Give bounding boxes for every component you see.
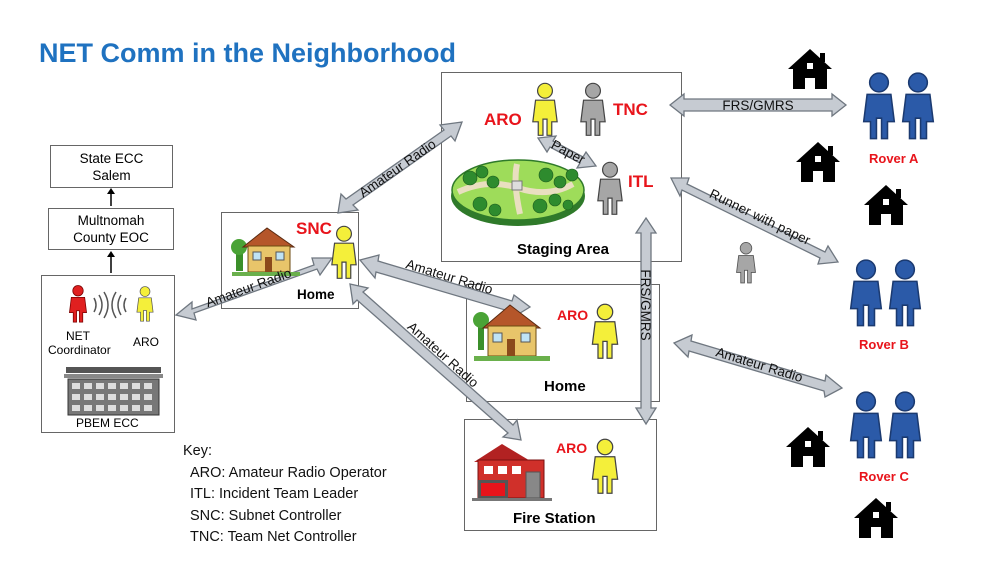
rover-b-figure-2 <box>888 259 922 327</box>
net-coordinator-line1: NET <box>66 329 90 343</box>
fire-aro-figure <box>591 438 619 494</box>
staging-area-caption: Staging Area <box>517 241 609 258</box>
state-ecc-line1: State ECC <box>79 151 144 166</box>
fire-aro-label: ARO <box>556 440 588 456</box>
pbem-ecc-label: PBEM ECC <box>76 416 139 430</box>
snc-figure <box>331 225 357 279</box>
key-legend: Key: ARO: Amateur Radio Operator ITL: In… <box>183 441 387 549</box>
home2-house-icon <box>473 304 550 361</box>
arrow-snc-staging <box>337 121 463 214</box>
pbem-building-icon <box>64 367 163 416</box>
radio-waves-icon <box>93 291 127 319</box>
rover-c-figure-2 <box>888 391 922 459</box>
fire-station-icon <box>472 444 552 501</box>
runner-figure <box>736 241 756 284</box>
arrow-tnc-rover-a <box>668 92 848 118</box>
key-itl: ITL: Incident Team Leader <box>190 486 359 502</box>
arrow-frs-vertical <box>634 216 658 426</box>
label-tnc-rover-a: FRS/GMRS <box>722 98 793 113</box>
house-icon <box>864 185 908 225</box>
label-home2-rover-c: Amateur Radio <box>714 344 804 385</box>
label-snc-staging: Amateur Radio <box>356 136 438 200</box>
key-aro: ARO: Amateur Radio Operator <box>190 464 387 481</box>
key-snc: SNC: Subnet Controller <box>190 507 342 524</box>
tnc-figure <box>580 82 606 136</box>
staging-aro-figure <box>532 82 558 136</box>
state-ecc-box: State ECC Salem <box>50 145 173 188</box>
house-icon <box>854 498 898 538</box>
arrow-paper <box>536 135 598 169</box>
pbem-aro-label: ARO <box>133 335 160 349</box>
key-tnc: TNC: Team Net Controller <box>190 529 357 545</box>
snc-label: SNC <box>296 219 332 238</box>
label-itl-rover-b: Runner with paper <box>707 186 813 248</box>
house-icon <box>786 427 830 467</box>
itl-figure <box>597 161 623 215</box>
home2-aro-label: ARO <box>557 307 589 323</box>
snc-house-icon <box>231 227 300 276</box>
county-eoc-line2: County EOC <box>73 230 149 245</box>
staging-aro-label: ARO <box>484 110 522 129</box>
rover-b-figure-1 <box>849 259 883 327</box>
rover-a-figure-2 <box>901 72 935 140</box>
pbem-aro-figure <box>136 286 154 322</box>
home2-caption: Home <box>544 378 586 395</box>
rover-c-figure-1 <box>849 391 883 459</box>
arrow-snc-home2 <box>358 254 532 320</box>
net-coordinator-figure <box>68 285 88 323</box>
page-title: NET Comm in the Neighborhood <box>39 38 456 68</box>
arrow-itl-rover-b <box>669 177 840 265</box>
tnc-label: TNC <box>613 100 648 119</box>
label-frs-vertical: FRS/GMRS <box>638 269 653 340</box>
label-snc-fire: Amateur Radio <box>405 319 482 390</box>
county-eoc-line1: Multnomah <box>77 213 145 228</box>
rover-a-figure-1 <box>862 72 896 140</box>
state-ecc-line2: Salem <box>92 168 131 183</box>
label-paper: Paper <box>549 137 588 167</box>
rover-a-label: Rover A <box>869 151 919 166</box>
arrow-snc-fire <box>349 283 522 441</box>
house-icon <box>788 49 832 89</box>
net-coordinator-label: NET Coordinator <box>48 329 111 357</box>
house-icon <box>796 142 840 182</box>
rover-b-label: Rover B <box>859 337 909 352</box>
key-heading: Key: <box>183 443 213 459</box>
net-coordinator-line2: Coordinator <box>48 343 111 357</box>
arrow-home2-rover-c <box>672 333 844 398</box>
county-eoc-box: Multnomah County EOC <box>48 208 174 250</box>
snc-home-caption: Home <box>297 287 335 302</box>
rover-c-label: Rover C <box>859 469 909 484</box>
home2-aro-figure <box>591 303 619 359</box>
park-icon <box>451 159 585 226</box>
fire-station-caption: Fire Station <box>513 510 596 527</box>
itl-label: ITL <box>628 172 654 191</box>
